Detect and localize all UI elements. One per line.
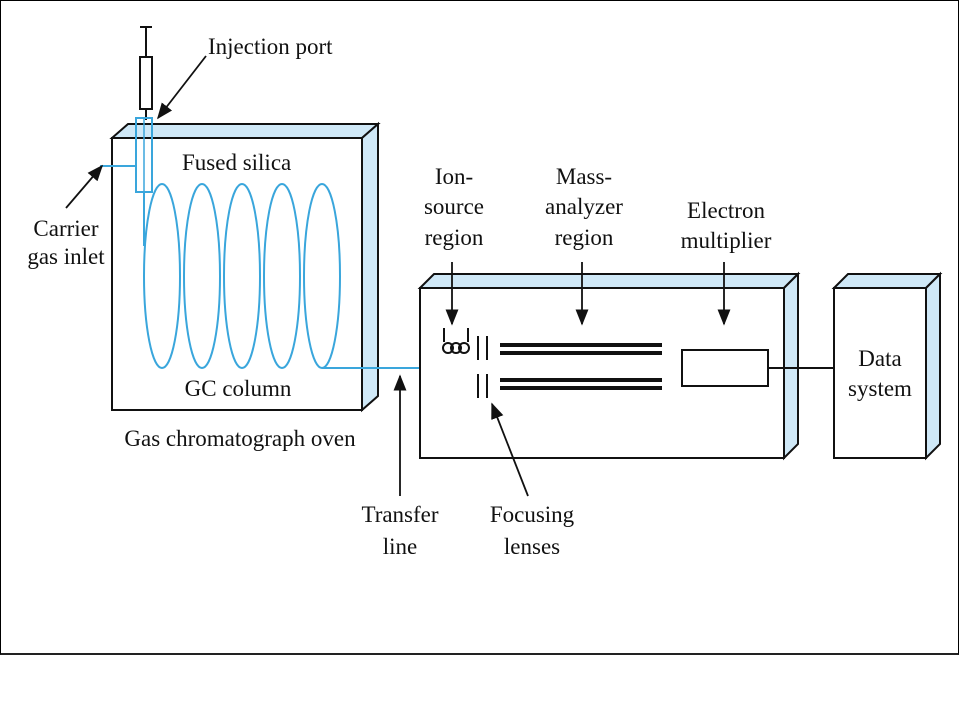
label-ion-1: Ion- xyxy=(435,164,473,189)
electron-multiplier xyxy=(681,349,769,387)
label-fused-silica: Fused silica xyxy=(182,150,291,175)
label-mass-1: Mass- xyxy=(556,164,612,189)
label-data-2: system xyxy=(848,376,912,401)
syringe-icon xyxy=(139,26,153,120)
pointer-arrows xyxy=(65,55,731,497)
label-gc-column: GC column xyxy=(185,376,292,401)
diagram-frame xyxy=(0,0,959,655)
label-carrier-2: gas inlet xyxy=(27,244,105,269)
label-mass-3: region xyxy=(555,225,614,250)
mass-analyzer-rods xyxy=(500,343,662,390)
arrow-focusing-lenses xyxy=(491,402,529,497)
label-em-1: Electron xyxy=(687,198,765,223)
ms-top-face xyxy=(417,273,801,289)
label-ion-2: source xyxy=(424,194,484,219)
label-transfer-2: line xyxy=(383,534,418,559)
label-ion-3: region xyxy=(425,225,484,250)
labels: Injection port Fused silica Carrier gas … xyxy=(27,34,912,559)
arrow-injection-port xyxy=(157,55,207,120)
ion-source-filament xyxy=(442,328,470,354)
ms-side-face xyxy=(783,271,799,461)
label-em-2: multiplier xyxy=(681,228,772,253)
label-oven: Gas chromatograph oven xyxy=(124,426,356,451)
label-carrier-1: Carrier xyxy=(33,216,98,241)
label-focus-1: Focusing xyxy=(490,502,575,527)
arrow-carrier-gas xyxy=(65,164,104,209)
label-transfer-1: Transfer xyxy=(361,502,438,527)
label-injection-port: Injection port xyxy=(208,34,333,59)
oven-front-face xyxy=(111,137,363,411)
label-data-1: Data xyxy=(858,346,901,371)
label-focus-2: lenses xyxy=(504,534,560,559)
data-system xyxy=(831,271,943,461)
gc-column-coil xyxy=(143,183,440,369)
focusing-lenses xyxy=(477,336,488,398)
label-mass-2: analyzer xyxy=(545,194,623,219)
